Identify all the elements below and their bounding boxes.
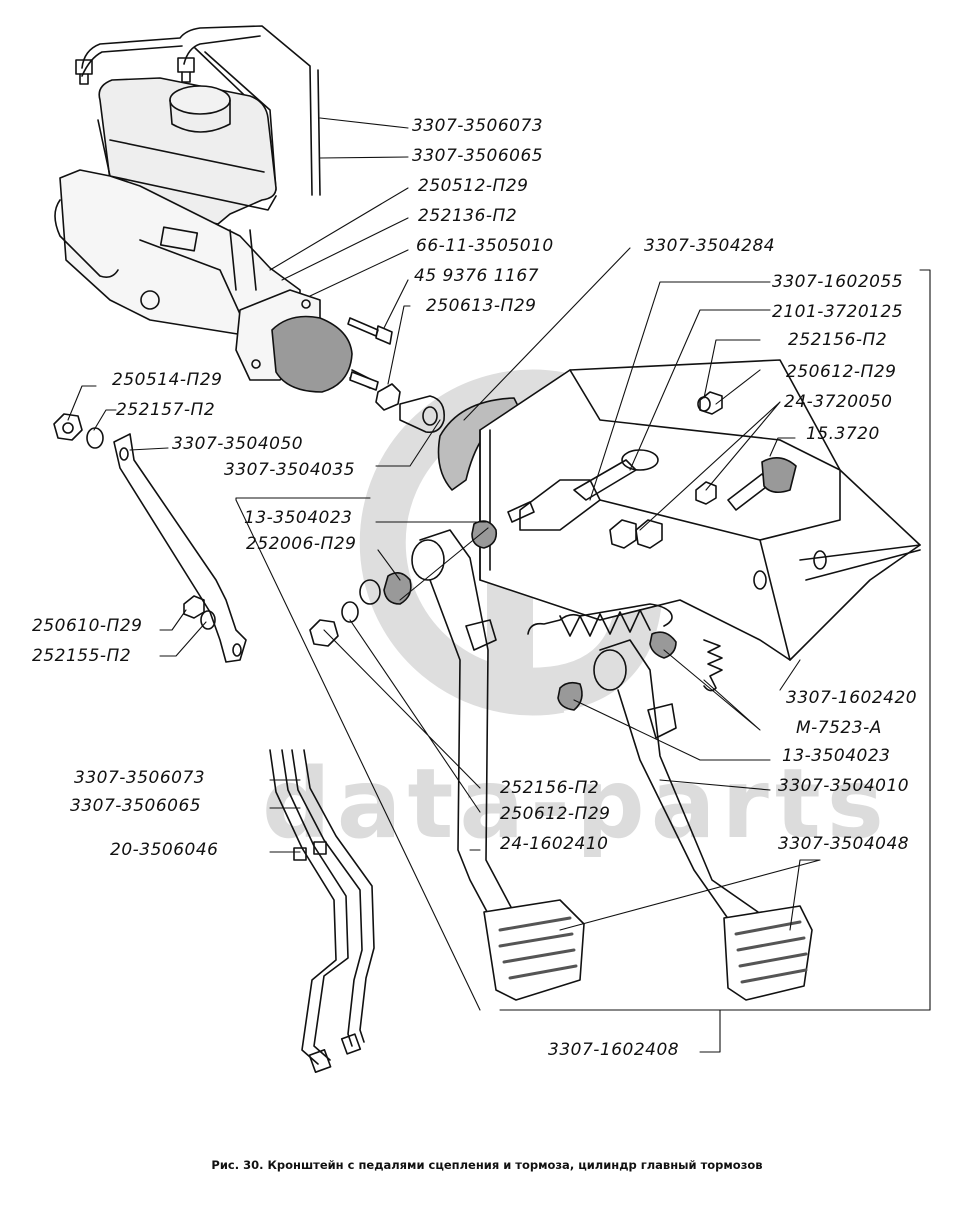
reservoir-cap xyxy=(169,85,231,115)
label-3307-1602408: 3307-1602408 xyxy=(548,1040,680,1060)
label-3307-3506073-bottom: 3307-3506073 xyxy=(74,768,206,788)
label-45-9376-1167: 45 9376 1167 xyxy=(414,266,539,286)
clutch-pedal-pad xyxy=(483,899,585,1001)
bushing-13-3504023-right xyxy=(557,681,583,711)
brake-pedal xyxy=(593,639,813,1001)
label-250610-p29: 250610-П29 xyxy=(32,616,143,636)
label-250613-p29: 250613-П29 xyxy=(426,296,537,316)
label-2101-3720125: 2101-3720125 xyxy=(772,302,904,322)
watermark-text: data-parts xyxy=(262,748,890,860)
label-3307-3506065-top: 3307-3506065 xyxy=(412,146,544,166)
clutch-pedal xyxy=(411,529,585,1001)
label-3307-3506073-top: 3307-3506073 xyxy=(412,116,544,136)
fitting-nut-1 xyxy=(75,59,93,75)
label-3307-3504010: 3307-3504010 xyxy=(778,776,910,796)
label-24-3720050: 24-3720050 xyxy=(784,392,893,412)
stop-light-switch xyxy=(727,457,797,511)
label-252156-p2-bottom: 252156-П2 xyxy=(500,778,600,798)
label-250612-p29-top: 250612-П29 xyxy=(786,362,897,382)
label-252155-p2: 252155-П2 xyxy=(32,646,132,666)
label-24-1602410: 24-1602410 xyxy=(500,834,609,854)
label-15-3720: 15.3720 xyxy=(806,424,880,444)
washer-252156-left xyxy=(341,601,359,623)
washer-252006 xyxy=(359,579,381,605)
leader-lines xyxy=(67,117,931,1053)
label-252136-p2: 252136-П2 xyxy=(418,206,518,226)
label-250612-p29-bottom: 250612-П29 xyxy=(500,804,611,824)
boot xyxy=(271,315,353,393)
label-3307-3504048: 3307-3504048 xyxy=(778,834,910,854)
clevis xyxy=(399,395,446,434)
label-66-11-3505010: 66-11-3505010 xyxy=(416,236,554,256)
pedal-bracket xyxy=(437,359,921,661)
nut-250613 xyxy=(375,383,401,411)
label-250512-p29: 250512-П29 xyxy=(418,176,529,196)
label-3307-3506065-bottom: 3307-3506065 xyxy=(70,796,202,816)
label-3307-1602420: 3307-1602420 xyxy=(786,688,918,708)
watermark-logo-arc xyxy=(359,369,565,716)
label-m-7523-a: М-7523-А xyxy=(796,718,882,738)
clip-20-3506046 xyxy=(293,847,307,861)
return-spring xyxy=(527,603,723,692)
label-13-3504023-left: 13-3504023 xyxy=(244,508,353,528)
nut-250610 xyxy=(183,595,205,619)
nut-250514 xyxy=(53,413,83,441)
bushing-13-3504023 xyxy=(383,572,412,605)
tube-set xyxy=(269,749,375,1073)
label-3307-3504284: 3307-3504284 xyxy=(644,236,776,256)
master-cylinder xyxy=(54,77,379,393)
label-20-3506046: 20-3506046 xyxy=(110,840,219,860)
label-250514-p29: 250514-П29 xyxy=(112,370,223,390)
bolt-459376 xyxy=(347,317,401,411)
washer-252157 xyxy=(86,427,104,449)
label-3307-3504035: 3307-3504035 xyxy=(224,460,356,480)
pedal-shaft xyxy=(573,459,637,501)
label-252157-p2: 252157-П2 xyxy=(116,400,216,420)
brake-pedal-pad xyxy=(723,905,813,1001)
fitting-nut-2 xyxy=(177,57,195,73)
label-3307-3504050: 3307-3504050 xyxy=(172,434,304,454)
label-13-3504023-right: 13-3504023 xyxy=(782,746,891,766)
figure-caption: Рис. 30. Кронштейн с педалями сцепления … xyxy=(211,1158,763,1172)
label-3307-1602055: 3307-1602055 xyxy=(772,272,904,292)
nut-250612-left xyxy=(309,619,339,647)
washer-252155 xyxy=(200,610,216,630)
label-252006-p29: 252006-П29 xyxy=(246,534,357,554)
label-252156-p2-top: 252156-П2 xyxy=(788,330,888,350)
